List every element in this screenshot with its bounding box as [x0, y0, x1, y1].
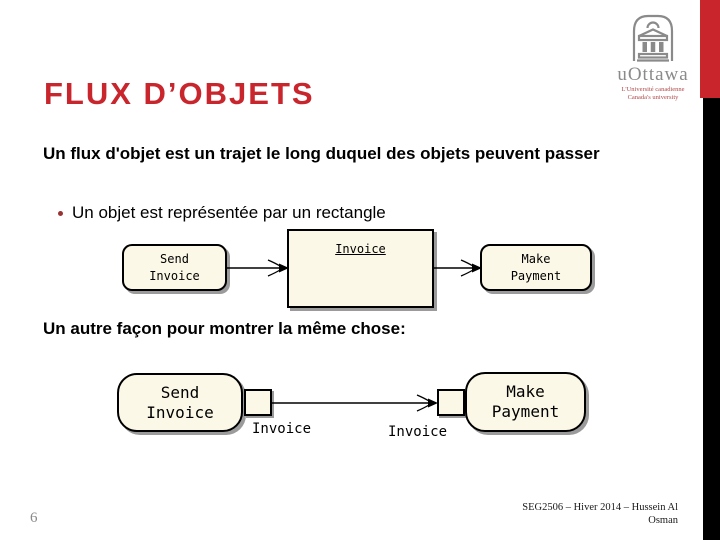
- footer-line-1: SEG2506 – Hiver 2014 – Hussein Al: [522, 502, 678, 513]
- input-pin: [437, 389, 465, 416]
- activity-label: Make: [506, 382, 545, 401]
- bullet-text: Un objet est représentée par un rectangl…: [72, 203, 386, 222]
- uottawa-logo: uOttawa L'Université canadienne Canada's…: [603, 14, 703, 102]
- slide-footer: SEG2506 – Hiver 2014 – Hussein Al Osman: [450, 501, 678, 527]
- input-pin-label: Invoice: [388, 424, 448, 440]
- bullet-item: Un objet est représentée par un rectangl…: [58, 203, 386, 223]
- activity-label: Payment: [491, 402, 560, 421]
- output-pin-label: Invoice: [252, 421, 312, 437]
- activity-node-send-invoice: Send Invoice: [122, 244, 227, 291]
- bullet-dot-icon: [58, 210, 63, 216]
- output-pin: [244, 389, 272, 416]
- activity-label: Send: [160, 251, 189, 266]
- activity-node-make-payment: Make Payment: [480, 244, 592, 291]
- activity-node-make-payment-2: Make Payment: [465, 372, 586, 432]
- uottawa-wordmark: uOttawa: [617, 64, 689, 85]
- object-node-label: Invoice: [335, 242, 386, 256]
- right-black-bar: [703, 98, 720, 540]
- activity-label: Invoice: [149, 268, 200, 283]
- right-red-bar: [700, 0, 720, 98]
- activity-label: Payment: [510, 268, 562, 283]
- uottawa-tagline-en: Canada's university: [627, 94, 679, 101]
- slide-title: FLUX D’OBJETS: [44, 76, 315, 111]
- page-number: 6: [30, 510, 38, 526]
- activity-label: Send: [160, 382, 200, 402]
- uottawa-tagline-fr: L'Université canadienne: [621, 86, 685, 93]
- flow-arrow-1: [227, 259, 289, 277]
- activity-label: Invoice: [146, 402, 214, 422]
- footer-line-2: Osman: [648, 515, 678, 526]
- tabaret-building-icon: [632, 14, 674, 62]
- flow-arrow-3: [271, 394, 438, 412]
- object-node-invoice: Invoice: [287, 229, 434, 308]
- body-paragraph-1: Un flux d'objet est un trajet le long du…: [43, 144, 600, 163]
- body-paragraph-2: Un autre façon pour montrer la même chos…: [43, 319, 406, 338]
- activity-label: Make: [521, 251, 551, 266]
- flow-arrow-2: [434, 259, 482, 277]
- activity-node-send-invoice-2: Send Invoice: [117, 373, 243, 432]
